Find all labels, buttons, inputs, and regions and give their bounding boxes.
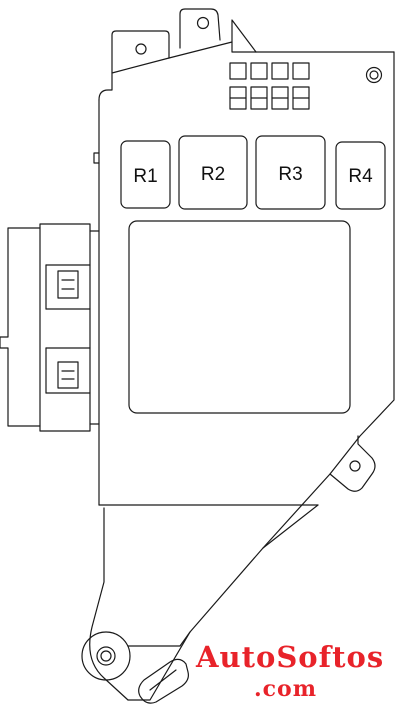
relay-label-r3: R3: [278, 164, 302, 185]
top-mounting-hole: [196, 16, 210, 30]
top-inner-edge: [168, 41, 395, 59]
relay-slot-r2: [178, 135, 248, 210]
relay-slot-r3: [255, 135, 326, 210]
top-right-mounting-hole-outer: [365, 66, 383, 84]
central-module-panel: [128, 220, 351, 414]
watermark-text: AutoSoftos: [196, 640, 385, 674]
top-mounting-ear: [179, 8, 221, 49]
right-bracket-hole: [349, 460, 361, 472]
left-connector: [0, 223, 100, 432]
top-right-mounting-hole-inner: [369, 70, 379, 80]
housing-outline: [98, 51, 395, 701]
relay-label-r2: R2: [201, 164, 225, 185]
relay-label-r4: R4: [348, 166, 373, 187]
right-bracket-tab: [329, 435, 376, 492]
pivot-hole-outer: [96, 646, 116, 666]
relay-label-r1: R1: [133, 166, 157, 187]
top-left-mounting-hole: [135, 43, 147, 55]
pivot-boss-outer: [81, 631, 131, 681]
relay-slot-r1: [120, 140, 171, 209]
lower-slotted-tab: [138, 658, 189, 704]
terminal-grid: [229, 62, 310, 110]
watermark-domain: .com: [254, 676, 318, 702]
pivot-hole-inner: [100, 650, 112, 662]
lower-bracket-arm: [89, 504, 319, 701]
top-left-mounting-tab: [111, 30, 170, 74]
relay-slot-r4: [335, 141, 386, 210]
